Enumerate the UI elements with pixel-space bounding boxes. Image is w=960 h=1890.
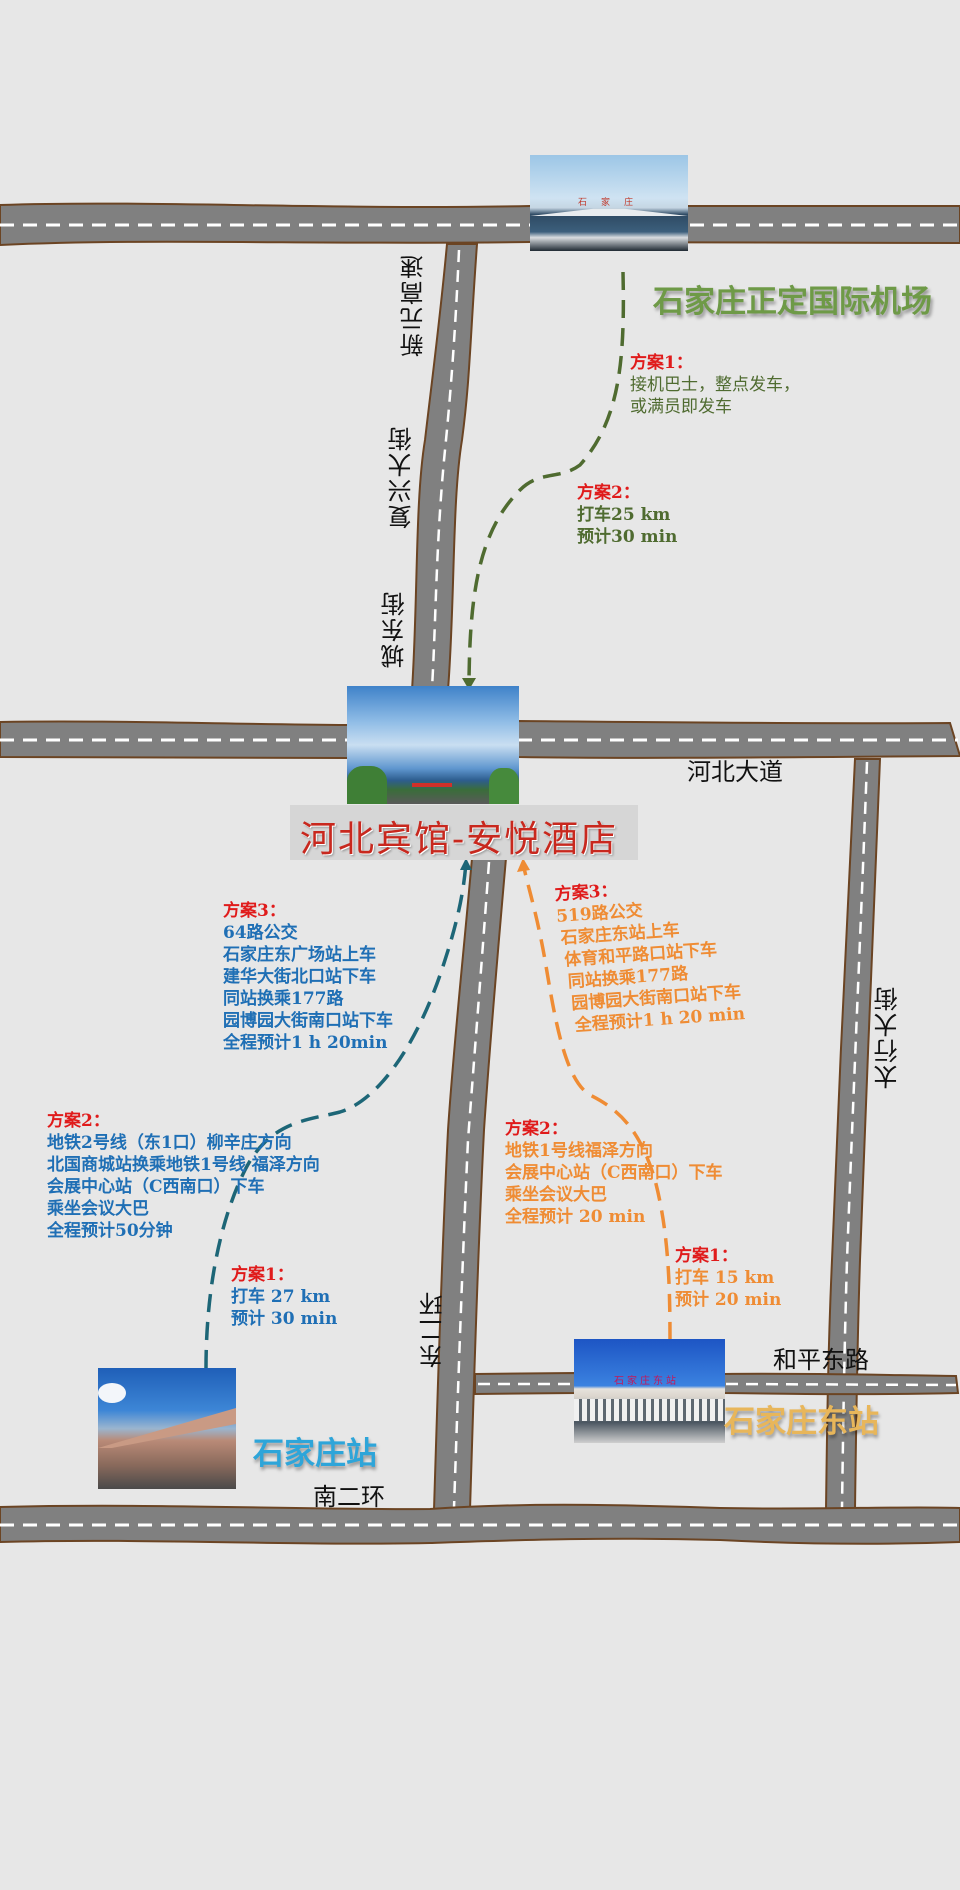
plan-line: 接机巴士，整点发车， bbox=[630, 375, 800, 395]
airport-plan-1: 方案1： 接机巴士，整点发车， 或满员即发车 bbox=[630, 352, 800, 418]
plan-line: 预计 30 min bbox=[231, 1309, 338, 1329]
hotel-photo bbox=[347, 686, 519, 804]
road-label-taihang: 太行大街 bbox=[874, 985, 902, 1089]
road-label-chengdong: 城东街 bbox=[381, 590, 409, 668]
plan-line: 全程预计 20 min bbox=[505, 1207, 646, 1227]
plan-heading: 方案1： bbox=[675, 1246, 738, 1266]
east-plan-3: 方案3： 519路公交 石家庄东站上车 体育和平路口站下车 同站换乘177路 园… bbox=[554, 871, 746, 1037]
plan-line: 地铁2号线（东1口）柳辛庄方向 bbox=[47, 1133, 292, 1153]
road-label-hebei-avenue: 河北大道 bbox=[687, 758, 783, 786]
plan-line: 打车 27 km bbox=[231, 1287, 331, 1307]
road-label-dong-erhuan: 东二环 bbox=[419, 1290, 447, 1368]
arrow-head-icon bbox=[517, 858, 530, 872]
airport-photo: 石家庄 bbox=[530, 155, 688, 251]
plan-line: 打车 15 km bbox=[675, 1268, 775, 1288]
plan-heading: 方案3： bbox=[223, 901, 286, 921]
plan-line: 预计 20 min bbox=[675, 1290, 782, 1310]
plan-line: 石家庄东广场站上车 bbox=[223, 945, 376, 965]
plan-line: 同站换乘177路 bbox=[223, 989, 344, 1009]
routes bbox=[204, 271, 672, 1369]
arrow-head-icon bbox=[460, 858, 472, 870]
road-label-nan-erhuan: 南二环 bbox=[313, 1483, 385, 1511]
plan-heading: 方案2： bbox=[47, 1111, 110, 1131]
plan-heading: 方案2： bbox=[577, 483, 640, 503]
east-plan-1: 方案1： 打车 15 km 预计 20 min bbox=[675, 1245, 781, 1311]
airport-plan-2: 方案2： 打车25 km 预计30 min bbox=[577, 482, 677, 548]
sjz-plan-3: 方案3： 64路公交 石家庄东广场站上车 建华大街北口站下车 同站换乘177路 … bbox=[223, 900, 393, 1054]
plan-line: 建华大街北口站下车 bbox=[223, 967, 376, 987]
plan-line: 打车25 km bbox=[577, 505, 671, 525]
plan-line: 乘坐会议大巴 bbox=[505, 1185, 607, 1205]
sjz-plan-2: 方案2： 地铁2号线（东1口）柳辛庄方向 北国商城站换乘地铁1号线 福泽方向 会… bbox=[47, 1110, 320, 1242]
sjz-route-line bbox=[204, 861, 468, 1369]
east-photo-sign: 石家庄东站 bbox=[614, 1376, 679, 1387]
plan-heading: 方案1： bbox=[630, 353, 693, 373]
road-network bbox=[0, 202, 960, 1545]
plan-line: 乘坐会议大巴 bbox=[47, 1199, 149, 1219]
airport-route-line bbox=[467, 271, 626, 681]
plan-line: 64路公交 bbox=[223, 923, 298, 943]
arrow-head-icon bbox=[462, 678, 476, 690]
sjz-station-title: 石家庄站 bbox=[253, 1436, 377, 1472]
plan-heading: 方案2： bbox=[505, 1119, 568, 1139]
east-plan-2: 方案2： 地铁1号线福泽方向 会展中心站（C西南口）下车 乘坐会议大巴 全程预计… bbox=[505, 1118, 723, 1228]
plan-line: 北国商城站换乘地铁1号线 福泽方向 bbox=[47, 1155, 320, 1175]
plan-line: 地铁1号线福泽方向 bbox=[505, 1141, 653, 1161]
sjz-plan-1: 方案1： 打车 27 km 预计 30 min bbox=[231, 1264, 337, 1330]
airport-photo-sign: 石家庄 bbox=[578, 198, 648, 208]
east-station-title: 石家庄东站 bbox=[724, 1404, 879, 1440]
plan-line: 会展中心站（C西南口）下车 bbox=[47, 1177, 265, 1197]
plan-line: 预计30 min bbox=[577, 527, 678, 547]
east-station-photo: 石家庄东站 bbox=[574, 1339, 725, 1443]
plan-line: 全程预计50分钟 bbox=[47, 1221, 173, 1241]
plan-line: 全程预计1 h 20min bbox=[223, 1033, 388, 1053]
hotel-name-box bbox=[290, 805, 638, 860]
airport-title: 石家庄正定国际机场 bbox=[653, 284, 932, 320]
plan-line: 会展中心站（C西南口）下车 bbox=[505, 1163, 723, 1183]
sjz-station-photo bbox=[98, 1368, 236, 1489]
road-label-fuxing: 复兴大街 bbox=[388, 425, 416, 529]
plan-heading: 方案1： bbox=[231, 1265, 294, 1285]
plan-line: 园博园大街南口站下车 bbox=[223, 1011, 393, 1031]
road-top bbox=[0, 202, 960, 247]
road-nan-erhuan bbox=[0, 1503, 960, 1545]
plan-line: 或满员即发车 bbox=[630, 397, 732, 417]
hotel-name: 河北宾馆-安悦酒店 bbox=[300, 819, 619, 860]
road-label-xinyuan: 新元高速 bbox=[400, 253, 428, 357]
road-label-heping-east: 和平东路 bbox=[773, 1346, 869, 1374]
